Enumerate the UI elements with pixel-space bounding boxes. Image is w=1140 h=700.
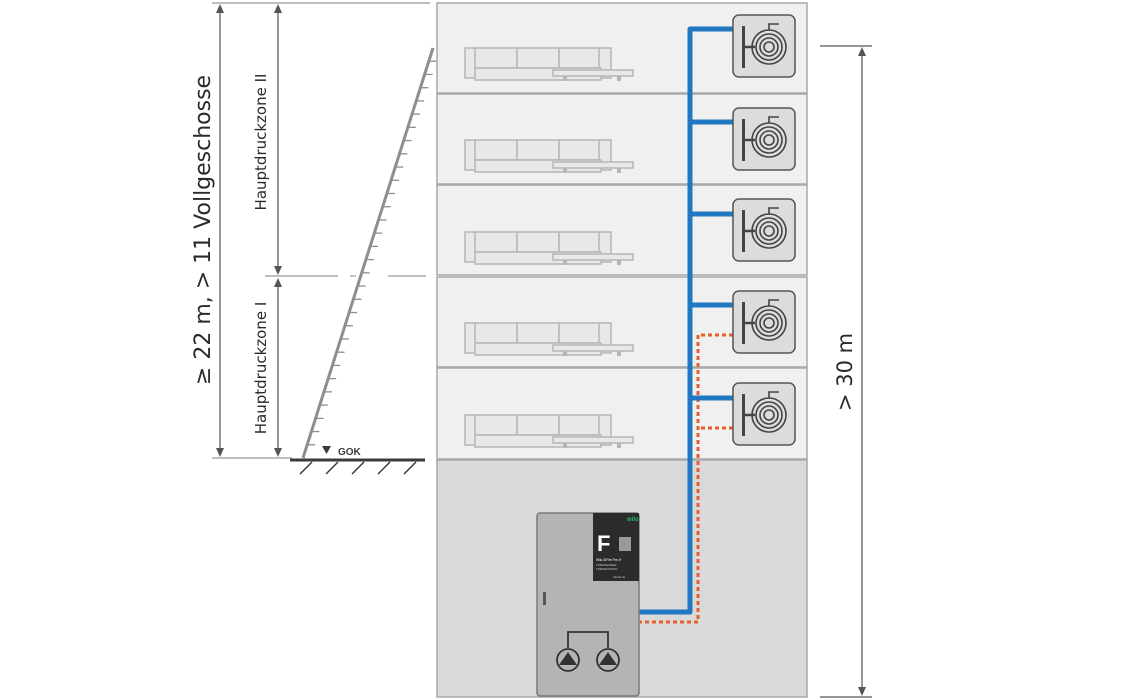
hose-reel-icon (731, 381, 797, 447)
hose-reel-icon (731, 197, 797, 263)
sofa-icon (464, 231, 634, 266)
unit-letter: F (597, 531, 610, 556)
unit-panel (593, 513, 639, 581)
unit-handle (543, 592, 546, 605)
ground-line (290, 458, 425, 475)
total-height-label: ≥ 22 m, > 11 Vollgeschosse (191, 75, 216, 385)
unit-brand: wilo (626, 517, 639, 523)
triangle-down-icon (322, 446, 331, 454)
right-height-label: > 30 m (833, 333, 857, 411)
sofa-icon (464, 47, 634, 82)
sofa-icon (464, 322, 634, 357)
left-dimensions (212, 2, 430, 459)
pump-unit: wilo F Wilo-SiFire Fire-H TRINKWASSER TR… (536, 512, 640, 697)
hose-reel-icon (731, 13, 797, 79)
pump-icon (596, 648, 620, 672)
unit-footer: wilo-fire.de (613, 576, 626, 579)
right-dimension (820, 45, 872, 698)
zone-1-label: Hauptdruckzone I (252, 302, 270, 435)
zone-2-label: Hauptdruckzone II (252, 74, 270, 211)
unit-logo (619, 537, 631, 551)
sofa-icon (464, 414, 634, 449)
ground-marker-label: GOK (338, 447, 362, 458)
unit-subtitle-1: TRINKWASSER (596, 563, 616, 567)
blue-branch-pipes (690, 119, 733, 401)
dimension-arrows (216, 4, 282, 457)
unit-subtitle-2: TRENNSTATION (596, 567, 617, 571)
fire-ladder (301, 47, 437, 459)
hose-reel-icon (731, 106, 797, 172)
hose-reel-icon (731, 289, 797, 355)
unit-model: Wilo-SiFire Fire-H (596, 558, 622, 562)
dashed-supply-line (640, 333, 733, 624)
sofa-icon (464, 139, 634, 174)
pump-icon (556, 648, 580, 672)
